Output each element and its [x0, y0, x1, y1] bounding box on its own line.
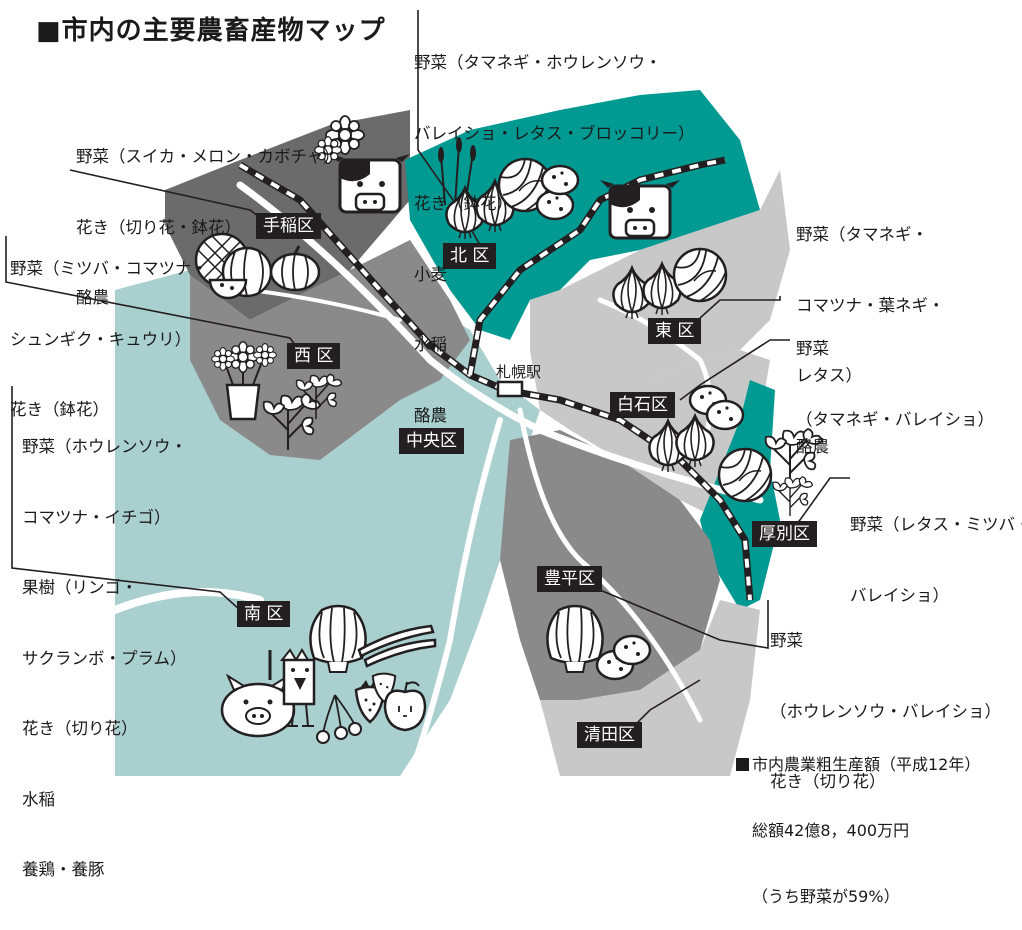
potato-icon — [705, 399, 745, 431]
note-line: 酪農 — [796, 436, 829, 456]
note-atsubetsu: 野菜（レタス・ミツバ・ バレイショ） — [850, 466, 1022, 631]
note-line: 野菜（レタス・ミツバ・ — [850, 515, 1022, 534]
note-line: バレイショ・レタス・ブロッコリー） — [414, 123, 695, 143]
station-marker — [496, 380, 524, 398]
map-title: ■市内の主要農畜産物マップ — [36, 16, 386, 46]
pig-icon — [220, 673, 296, 738]
note-line: コマツナ・イチゴ） — [22, 507, 171, 527]
ward-label-higashi: 東 区 — [648, 318, 702, 344]
note-line: 花き（切り花・鉢花） — [76, 217, 241, 237]
note-shiroishi: 野菜 （タマネギ・バレイショ） — [796, 290, 994, 455]
ward-label-atsubetsu: 厚別区 — [752, 521, 817, 547]
watermelon-icon — [208, 278, 248, 300]
ward-label-toyohira: 豊平区 — [537, 566, 602, 592]
note-line: 水稲 — [414, 335, 447, 354]
rivers-and-roads — [111, 181, 764, 776]
note-line: レタス） — [796, 366, 862, 385]
cherry-icon — [316, 694, 362, 744]
note-line: 花き（切り花） — [22, 719, 138, 738]
summary-share: （うち野菜が59%） — [752, 887, 900, 906]
potato-icon — [612, 634, 652, 666]
note-line: 水稲 — [22, 789, 55, 809]
note-line: 酪農 — [414, 405, 447, 425]
ward-label-nishi: 西 区 — [287, 343, 341, 369]
note-teine: 野菜（スイカ・メロン・カボチャ） 花き（切り花・鉢花） 酪農 — [76, 98, 340, 333]
chicken-icon — [268, 648, 316, 727]
ward-label-shiroishi: 白石区 — [610, 392, 675, 418]
railway-line — [238, 156, 754, 601]
cabbage-icon — [717, 447, 773, 503]
note-line: サクランボ・プラム） — [22, 648, 187, 668]
note-line: 野菜（ミツバ・コマツナ・ — [10, 259, 208, 278]
ward-label-kiyota: 清田区 — [577, 722, 642, 748]
apple-icon — [383, 681, 427, 732]
note-line: バレイショ） — [850, 585, 949, 605]
map-stage: ■市内の主要農畜産物マップ 札幌駅 手稲区 北 区 西 区 東 区 中央区 白石… — [5, 4, 1022, 906]
note-line: 花き（鉢花） — [10, 400, 109, 419]
production-summary: 市内農業粗生産額（平成12年） 総額42億8，400万円 （うち野菜が59%） — [736, 710, 980, 930]
summary-title-row: 市内農業粗生産額（平成12年） — [736, 754, 980, 776]
note-line: 小麦 — [414, 264, 447, 284]
note-line: 酪農 — [76, 288, 109, 307]
potted-flower-icon — [211, 340, 277, 421]
sapporo-station-label: 札幌駅 — [496, 363, 542, 381]
note-line: 野菜（タマネギ・ — [796, 225, 928, 244]
bullet-square-icon — [736, 758, 749, 771]
note-line: 野菜（スイカ・メロン・カボチャ） — [76, 147, 340, 166]
ward-label-kita: 北 区 — [443, 243, 497, 269]
note-line: 野菜 — [770, 631, 803, 650]
note-line: 果樹（リンゴ・ — [22, 578, 138, 597]
note-higashi: 野菜（タマネギ・ コマツナ・葉ネギ・ レタス） 酪農 — [796, 176, 945, 482]
note-line: 野菜（ホウレンソウ・ — [22, 437, 187, 456]
note-line: （ホウレンソウ・バレイショ） — [770, 701, 1001, 721]
ward-label-teine: 手稲区 — [256, 213, 321, 239]
cucumber-icon — [357, 624, 437, 668]
note-nishi: 野菜（ミツバ・コマツナ・ シュンギク・キュウリ） 花き（鉢花） — [10, 210, 208, 445]
note-line: コマツナ・葉ネギ・ — [796, 295, 945, 315]
note-line: 花き（鉢花） — [414, 194, 513, 213]
cow-icon — [328, 152, 412, 214]
summary-title: 市内農業粗生産額（平成12年） — [752, 755, 981, 774]
kita-region — [405, 90, 760, 340]
note-minami: 野菜（ホウレンソウ・ コマツナ・イチゴ） 果樹（リンゴ・ サクランボ・プラム） … — [22, 388, 187, 905]
summary-total: 総額42億8，400万円 — [752, 821, 910, 840]
note-line: （タマネギ・バレイショ） — [796, 409, 994, 429]
note-line: シュンギク・キュウリ） — [10, 329, 192, 349]
note-line: 野菜（タマネギ・ホウレンソウ・ — [414, 53, 662, 72]
pumpkin-icon — [269, 245, 321, 292]
ward-label-chuo: 中央区 — [399, 428, 464, 454]
note-kita: 野菜（タマネギ・ホウレンソウ・ バレイショ・レタス・ブロッコリー） 花き（鉢花）… — [414, 4, 695, 451]
ward-label-minami: 南 区 — [237, 601, 291, 627]
note-line: 養鶏・養豚 — [22, 860, 105, 879]
note-line: 野菜 — [796, 339, 829, 358]
